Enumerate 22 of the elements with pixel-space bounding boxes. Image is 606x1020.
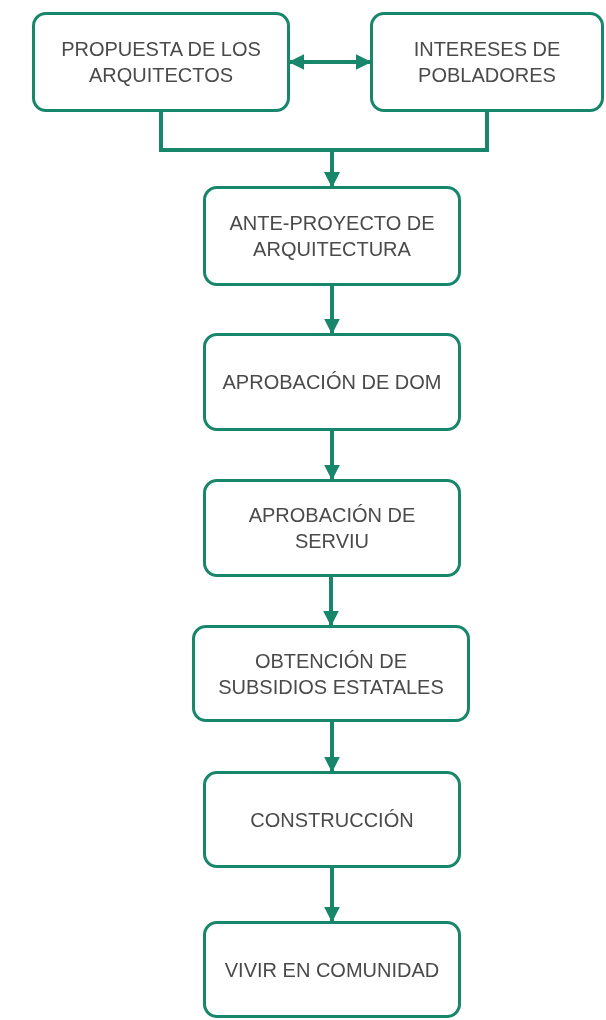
box-label: APROBACIÓN DE DOM xyxy=(222,370,442,395)
arrow xyxy=(288,54,372,70)
process-box xyxy=(203,479,461,577)
box-label: CONSTRUCCIÓN xyxy=(250,807,414,833)
box-label: INTERESES DE POBLADORES xyxy=(412,37,562,88)
arrow xyxy=(324,722,340,773)
process-box xyxy=(203,921,461,1018)
box-label: VIVIR EN COMUNIDAD xyxy=(224,957,440,983)
box-label: OBTENCIÓN DE SUBSIDIOS ESTATALES xyxy=(217,648,445,700)
box-label: APROBACIÓN DE SERVIU xyxy=(247,503,417,554)
process-box xyxy=(32,12,290,112)
arrow xyxy=(324,286,340,335)
arrow xyxy=(324,431,340,481)
process-box xyxy=(192,625,470,722)
arrow xyxy=(323,577,339,627)
box-label: ANTE-PROYECTO DE ARQUITECTURA xyxy=(228,211,436,262)
arrow xyxy=(324,868,340,923)
process-box xyxy=(203,186,461,286)
process-box xyxy=(370,12,604,112)
box-label: PROPUESTA DE LOS ARQUITECTOS xyxy=(60,37,262,88)
process-box xyxy=(203,333,461,431)
process-box xyxy=(203,771,461,868)
